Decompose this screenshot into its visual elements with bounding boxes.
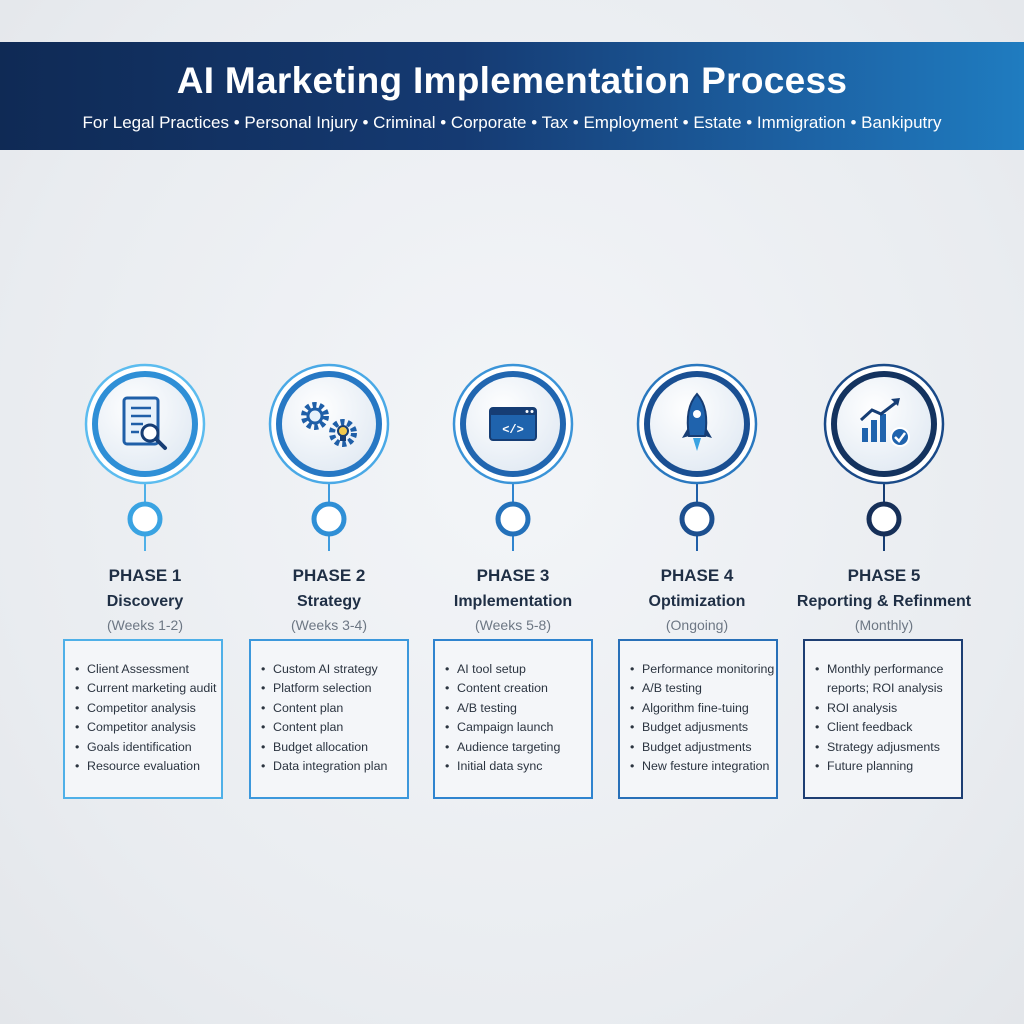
phase-name: Strategy (296, 593, 362, 610)
task-item: Future planning (815, 757, 957, 777)
phase-duration: (Weeks 5-8) (475, 617, 551, 633)
phase-name: Discovery (106, 593, 184, 610)
document-search-icon (122, 396, 167, 450)
phase-4-label: PHASE 4 Optimization (Ongoing) (592, 566, 802, 633)
phase-2-label: PHASE 2 Strategy (Weeks 3-4) (224, 566, 434, 633)
phase-duration: (Monthly) (854, 617, 914, 633)
header-banner (0, 42, 1024, 150)
phase-1-label: PHASE 1 Discovery (Weeks 1-2) (40, 566, 250, 633)
task-item: Content plan (261, 718, 403, 738)
task-item: Client Assessment (75, 660, 217, 680)
phase-number: PHASE 2 (292, 566, 366, 585)
phase-4-node (636, 363, 758, 551)
task-item: Goals identification (75, 738, 217, 758)
phase-1-tasks: Client Assessment Current marketing audi… (63, 639, 223, 799)
task-item: Data integration plan (261, 757, 403, 777)
task-item: Client feedback (815, 718, 957, 738)
phase-duration: (Weeks 1-2) (107, 617, 183, 633)
task-item: Content plan (261, 699, 403, 719)
phase-3-node: </> (452, 363, 574, 551)
task-item: Strategy adjusments (815, 738, 957, 758)
phase-5-label: PHASE 5 Reporting & Refinment (Monthly) (771, 566, 997, 633)
task-item: Audience targeting (445, 738, 587, 758)
phase-number: PHASE 1 (108, 566, 182, 585)
task-item: AI tool setup (445, 660, 587, 680)
task-item: Custom AI strategy (261, 660, 403, 680)
task-item: Budget allocation (261, 738, 403, 758)
phase-name: Reporting & Refinment (796, 593, 972, 610)
phase-1-node (84, 363, 206, 551)
task-item: Campaign launch (445, 718, 587, 738)
phase-2-tasks: Custom AI strategy Platform selection Co… (249, 639, 409, 799)
page-subtitle: For Legal Practices • Personal Injury • … (82, 113, 942, 132)
task-item: A/B testing (445, 699, 587, 719)
phase-number: PHASE 4 (660, 566, 734, 585)
phase-4-tasks: Performance monitoring A/B testing Algor… (618, 639, 778, 799)
rocket-icon (682, 392, 712, 451)
phase-name: Implementation (453, 593, 573, 610)
task-item: Initial data sync (445, 757, 587, 777)
task-item: Current marketing audit (75, 679, 217, 699)
task-item: Resource evaluation (75, 757, 217, 777)
gears-lightbulb-icon (301, 402, 357, 447)
page-title: AI Marketing Implementation Process (176, 60, 848, 101)
task-item: Competitor analysis (75, 718, 217, 738)
task-item: Monthly performance reports; ROI analysi… (815, 660, 957, 699)
task-item: Content creation (445, 679, 587, 699)
chart-check-icon (859, 398, 910, 447)
task-item: New festure integration (630, 757, 772, 777)
svg-text:</>: </> (502, 423, 524, 437)
phase-3-tasks: AI tool setup Content creation A/B testi… (433, 639, 593, 799)
task-item: A/B testing (630, 679, 772, 699)
phase-duration: (Ongoing) (665, 617, 729, 633)
task-item: ROI analysis (815, 699, 957, 719)
task-item: Budget adjustments (630, 738, 772, 758)
phase-2-node (268, 363, 390, 551)
phase-duration: (Weeks 3-4) (291, 617, 367, 633)
phase-number: PHASE 5 (847, 566, 921, 585)
phase-3-label: PHASE 3 Implementation (Weeks 5-8) (408, 566, 618, 633)
phase-5-tasks: Monthly performance reports; ROI analysi… (803, 639, 963, 799)
phase-name: Optimization (648, 593, 746, 610)
task-item: Performance monitoring (630, 660, 774, 680)
phase-number: PHASE 3 (476, 566, 550, 585)
phase-5-node (823, 363, 945, 551)
task-item: Algorithm fine-tuing (630, 699, 772, 719)
task-item: Budget adjusments (630, 718, 772, 738)
code-window-icon: </> (489, 407, 537, 441)
task-item: Competitor analysis (75, 699, 217, 719)
task-item: Platform selection (261, 679, 403, 699)
